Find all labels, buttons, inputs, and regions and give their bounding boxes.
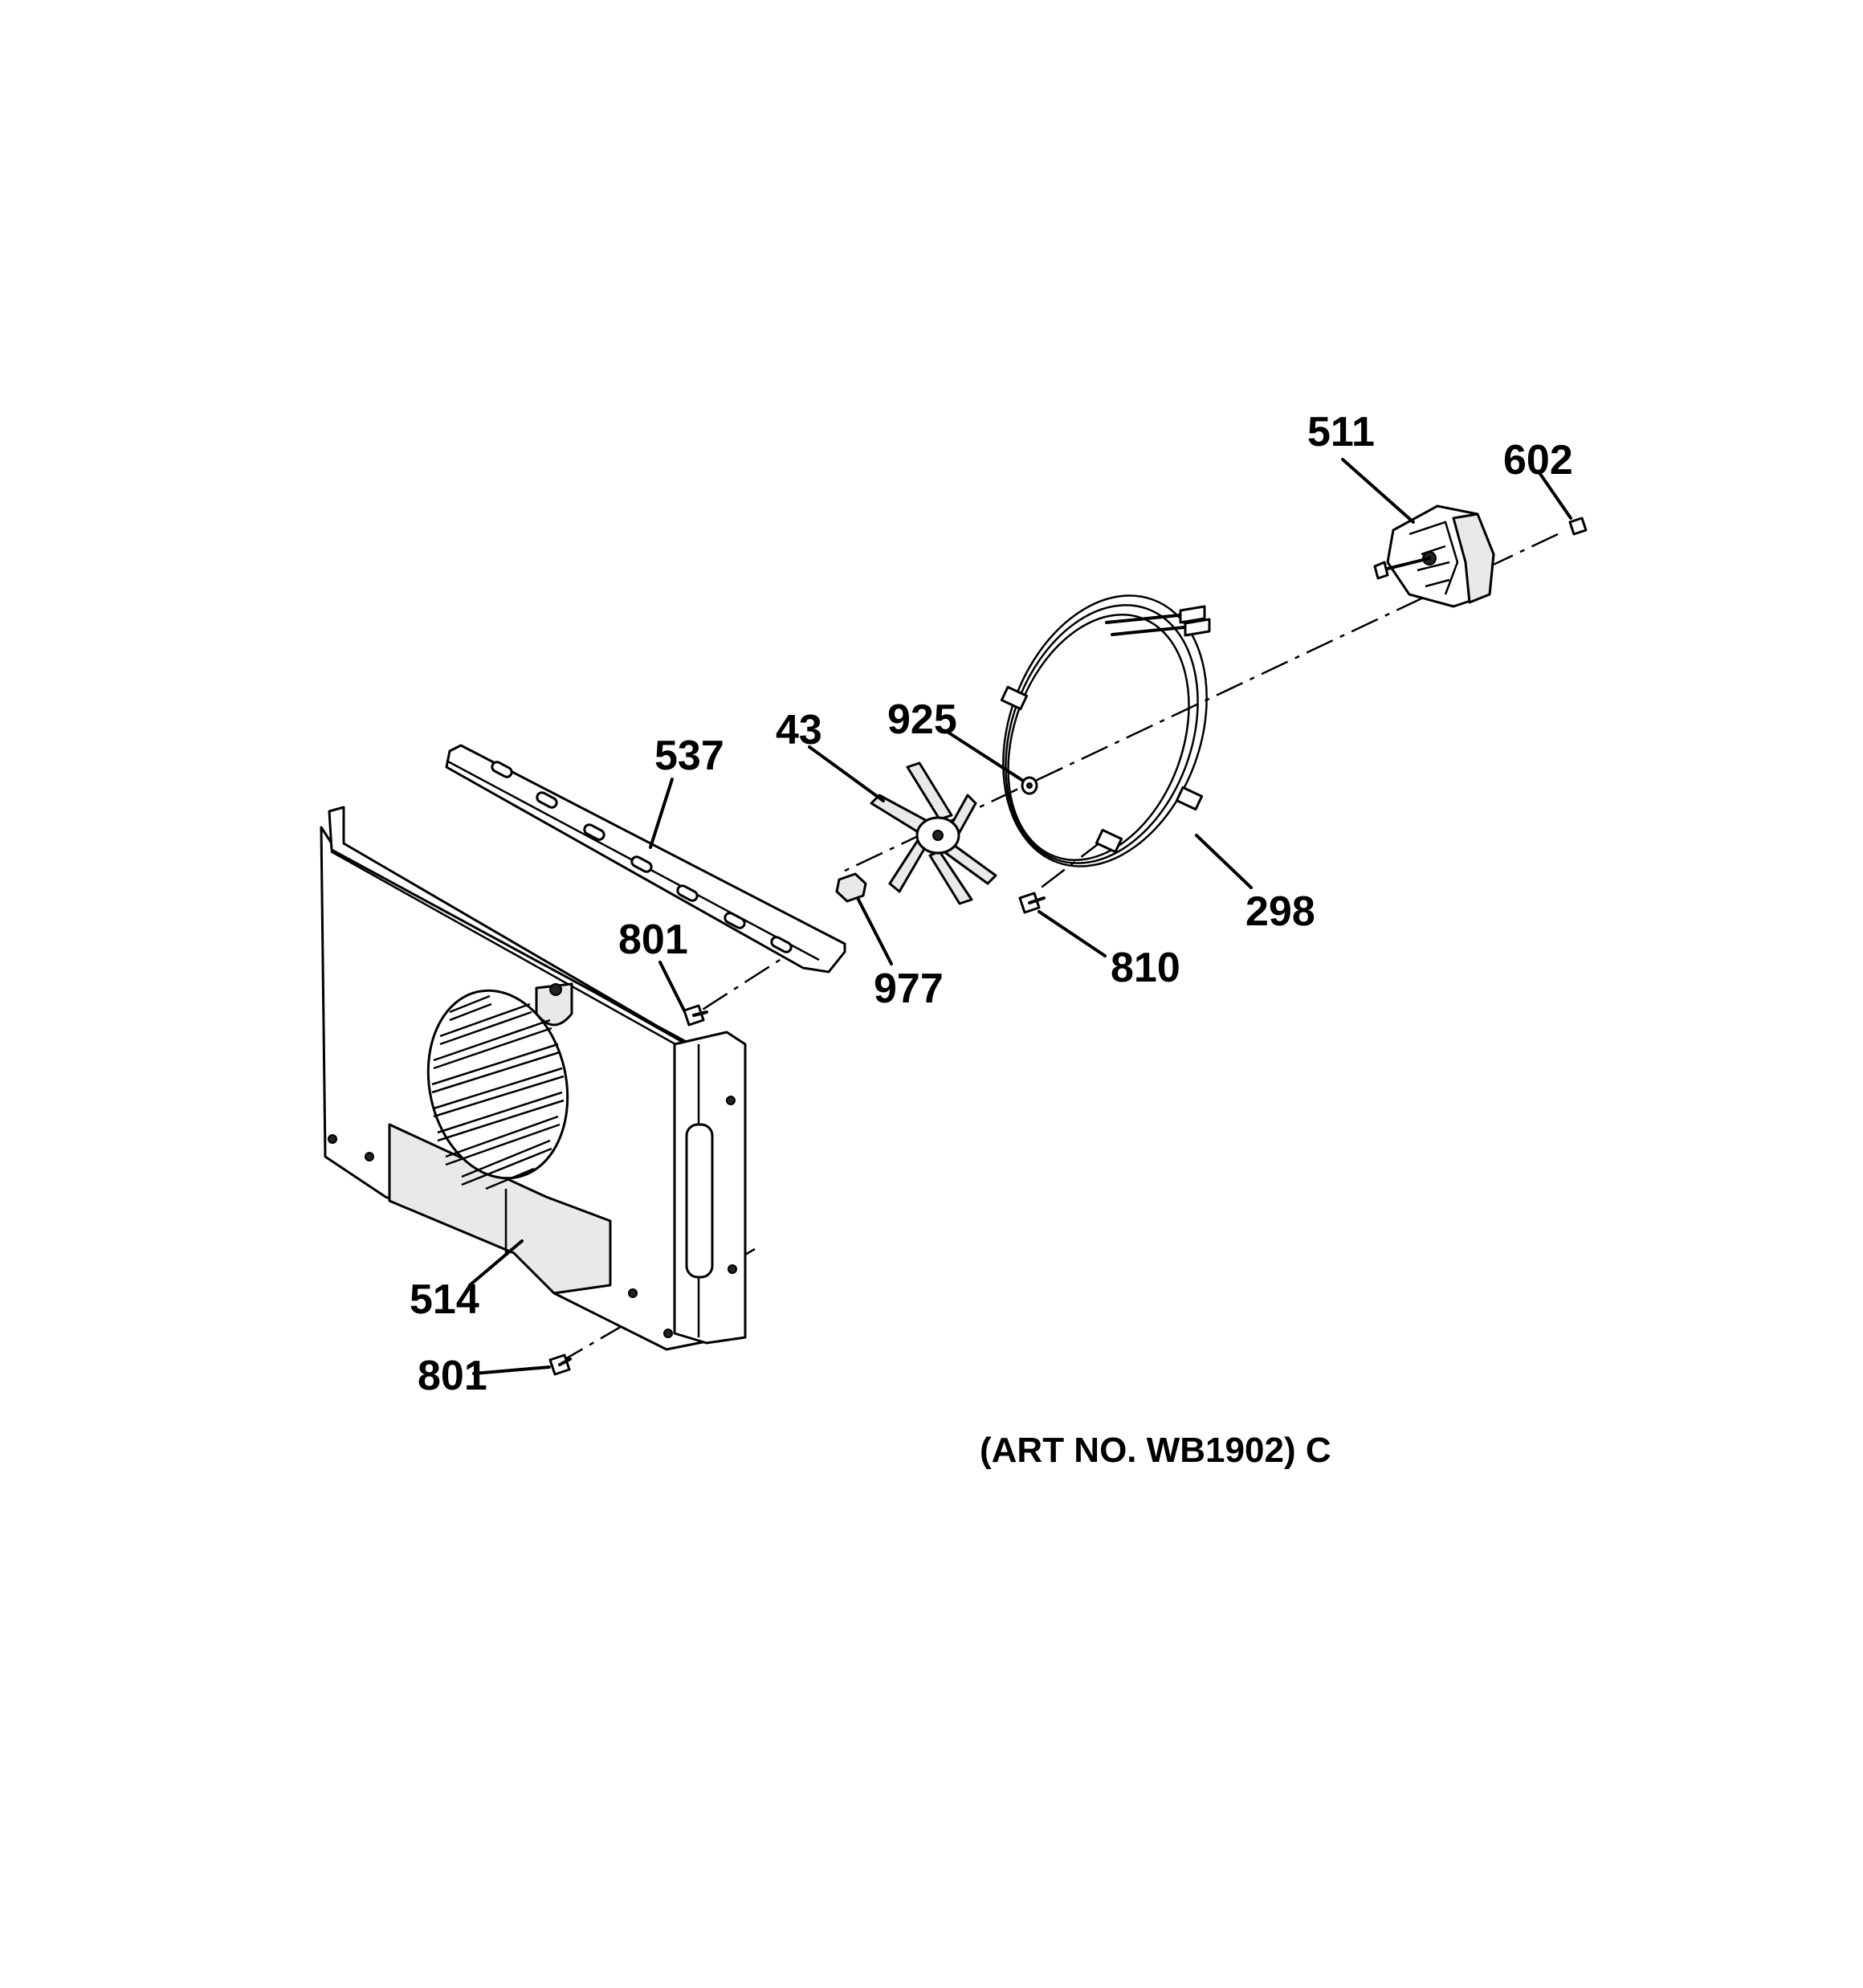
leader-537 xyxy=(649,778,674,849)
callout-298: 298 xyxy=(1245,888,1315,935)
leader-514 xyxy=(468,1239,524,1287)
callout-537: 537 xyxy=(654,733,724,779)
screw-810 xyxy=(1018,892,1046,914)
leader-925 xyxy=(944,729,1025,782)
callout-43: 43 xyxy=(776,707,822,753)
motor-part xyxy=(1373,504,1495,608)
nut-part xyxy=(835,872,867,903)
leader-602 xyxy=(1539,472,1572,520)
callout-925: 925 xyxy=(887,696,957,743)
callout-602: 602 xyxy=(1503,437,1573,484)
screw-801-upper xyxy=(683,1004,708,1027)
leader-977 xyxy=(856,896,893,965)
callout-514: 514 xyxy=(410,1276,479,1323)
leader-298 xyxy=(1195,834,1253,889)
callout-801-upper: 801 xyxy=(618,916,688,963)
callout-810: 810 xyxy=(1111,945,1180,991)
leader-511 xyxy=(1341,458,1415,524)
callout-977: 977 xyxy=(874,965,944,1012)
assembly-axis-line-ring xyxy=(1035,839,1105,892)
screw-602 xyxy=(1568,516,1588,536)
washer-part xyxy=(1021,776,1038,795)
leader-801-lower xyxy=(472,1365,551,1375)
screw-801-lower xyxy=(548,1353,572,1376)
art-number-label: (ART NO. WB1902) C xyxy=(980,1431,1331,1470)
leader-810 xyxy=(1037,910,1107,957)
callout-511: 511 xyxy=(1307,409,1375,455)
fan-blade-part xyxy=(870,761,997,905)
leader-801-upper xyxy=(658,961,686,1012)
vent-slots xyxy=(431,994,565,1190)
bracket-part xyxy=(445,744,846,974)
leader-43 xyxy=(808,745,885,802)
heating-ring-part xyxy=(1000,594,1211,867)
callout-801-lower: 801 xyxy=(418,1353,487,1399)
back-panel-part xyxy=(320,806,747,1351)
bracket-slots xyxy=(491,761,793,953)
